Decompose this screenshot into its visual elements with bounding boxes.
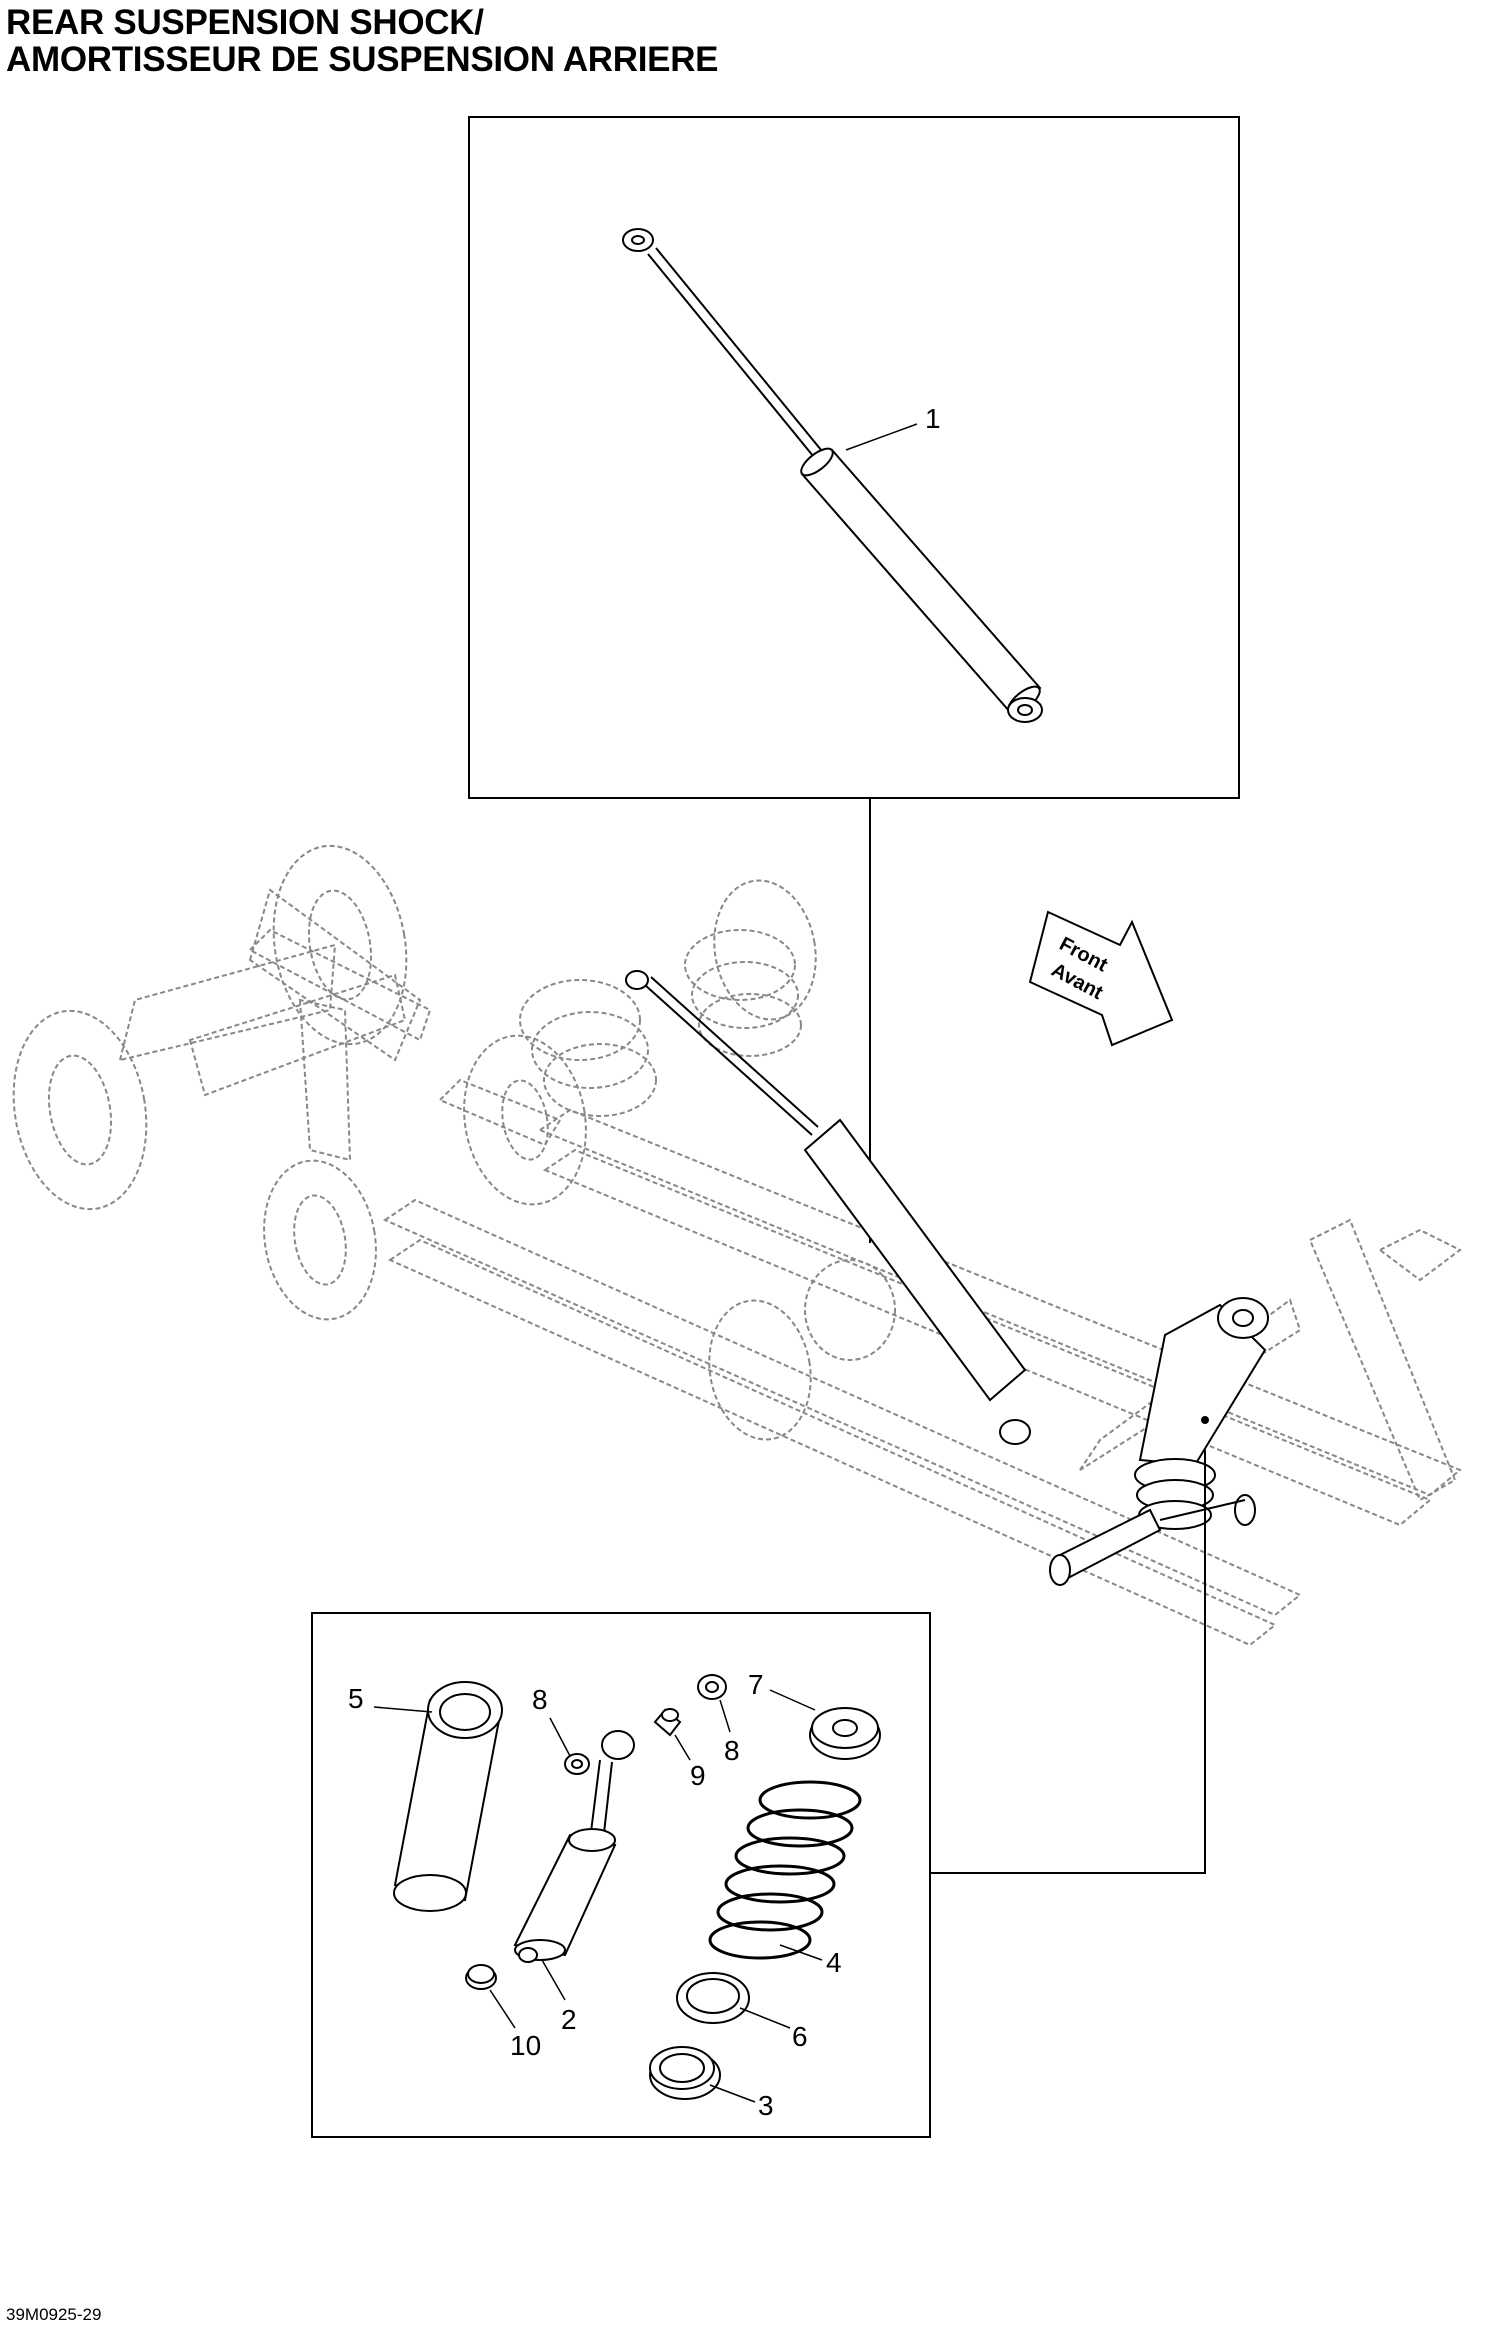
detail-box-shock-absorber bbox=[468, 116, 1240, 799]
callout-10: 10 bbox=[510, 2030, 541, 2061]
installed-rear-shock bbox=[625, 970, 1031, 1445]
spring-stopper-part-7 bbox=[809, 1707, 881, 1760]
front-direction-arrow-icon: Front Avant bbox=[1028, 910, 1174, 1047]
detail-box-shock-components bbox=[311, 1612, 931, 2138]
callout-1: 1 bbox=[925, 403, 941, 434]
callout-2: 2 bbox=[561, 2004, 577, 2035]
leader-line-4 bbox=[779, 1944, 823, 1961]
leader-line-8-left bbox=[549, 1717, 571, 1757]
callout-3: 3 bbox=[758, 2090, 774, 2121]
shock-absorber-part-1 bbox=[622, 228, 1043, 723]
installed-front-shock bbox=[1049, 1297, 1269, 1586]
callout-5: 5 bbox=[348, 1683, 364, 1714]
bushing-upper-left-part-8 bbox=[564, 1753, 590, 1775]
leader-line-10 bbox=[489, 1989, 516, 2029]
callout-8-left: 8 bbox=[532, 1684, 548, 1715]
callout-7: 7 bbox=[748, 1669, 764, 1700]
title-line-english: REAR SUSPENSION SHOCK/ bbox=[6, 3, 484, 42]
leader-line-8-right bbox=[719, 1699, 731, 1733]
bushing-upper-right-part-8 bbox=[697, 1674, 727, 1700]
leader-line-1 bbox=[845, 423, 918, 451]
leader-line-6 bbox=[739, 2007, 791, 2029]
shock-body-part-2 bbox=[513, 1730, 635, 1963]
leader-line-3 bbox=[709, 2084, 756, 2103]
sleeve-part-9 bbox=[653, 1708, 682, 1737]
document-reference: 39M0925-29 bbox=[6, 2305, 102, 2324]
spring-nut-part-3 bbox=[649, 2046, 721, 2100]
leader-line-2 bbox=[541, 1959, 566, 2001]
diagram-title: REAR SUSPENSION SHOCK/ AMORTISSEUR DE SU… bbox=[6, 3, 719, 79]
leader-line-9 bbox=[674, 1734, 691, 1761]
callout-9: 9 bbox=[690, 1760, 706, 1791]
connector-line-lower bbox=[930, 1450, 1206, 1874]
leader-line-5 bbox=[373, 1706, 433, 1713]
protector-part-5 bbox=[393, 1681, 503, 1912]
callout-4: 4 bbox=[826, 1947, 842, 1978]
washer-part-6 bbox=[676, 1972, 750, 2024]
callout-6: 6 bbox=[792, 2021, 808, 2052]
leader-line-7 bbox=[769, 1689, 816, 1711]
spring-bellows bbox=[519, 929, 802, 1117]
spring-part-4 bbox=[708, 1780, 862, 1960]
title-line-french: AMORTISSEUR DE SUSPENSION ARRIERE bbox=[6, 40, 719, 79]
suspension-wheels bbox=[12, 844, 896, 1441]
callout-8-right: 8 bbox=[724, 1735, 740, 1766]
rear-suspension-frame bbox=[118, 888, 1462, 1647]
lower-bushing-part-10 bbox=[465, 1964, 497, 1990]
